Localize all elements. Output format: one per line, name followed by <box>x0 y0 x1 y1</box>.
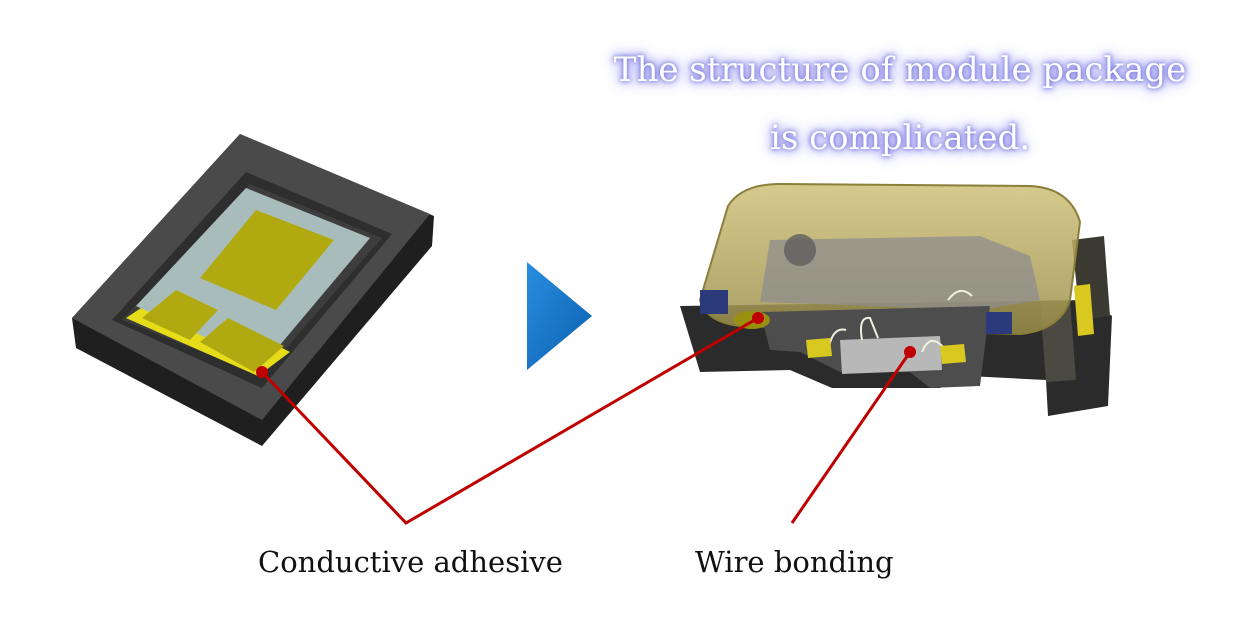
callout-line-wire-bonding <box>790 351 912 524</box>
simple-package-illustration <box>72 134 434 446</box>
transition-arrow-icon <box>527 262 592 370</box>
callout-dot-wire-bonding <box>904 346 916 358</box>
callout-dots <box>256 312 916 378</box>
callout-line-conductive-adhesive <box>260 316 759 525</box>
module-package-illustration <box>680 182 1112 416</box>
headline-line-1: The structure of module package <box>613 50 1187 90</box>
label-conductive-adhesive: Conductive adhesive <box>258 545 563 579</box>
callout-lines <box>260 316 912 525</box>
callout-dot-module-adhesive <box>752 312 764 324</box>
callout-dot-left-package <box>256 366 268 378</box>
headline-line-2: is complicated. <box>769 118 1031 158</box>
label-wire-bonding: Wire bonding <box>695 545 894 579</box>
